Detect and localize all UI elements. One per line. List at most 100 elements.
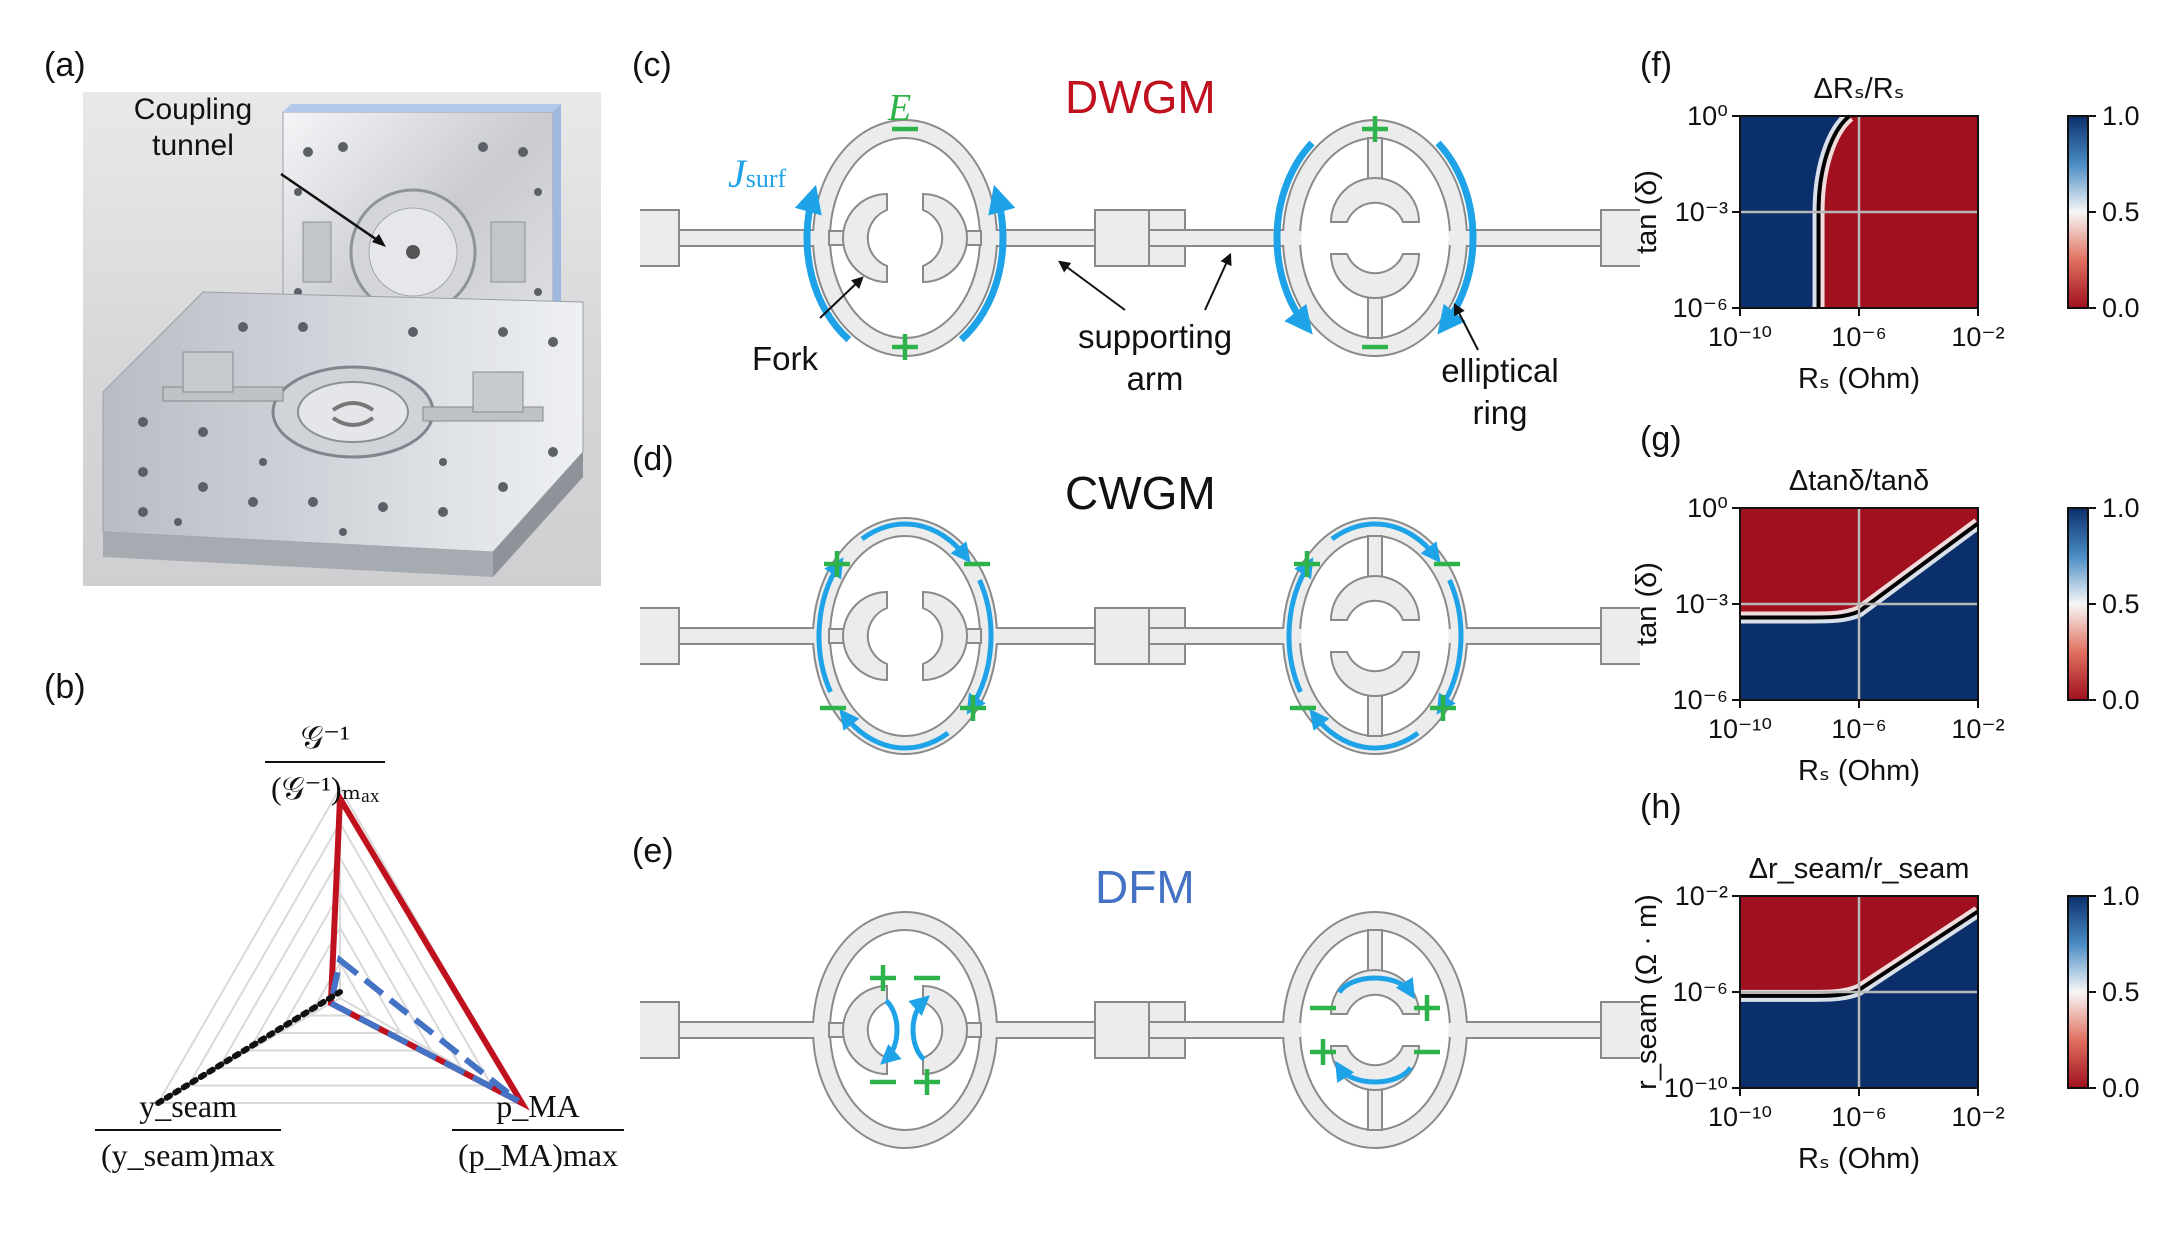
heatmap-ylabel: r_seam (Ω · m) [1631,894,1663,1090]
pad-left [1094,209,1150,267]
supporting-arm-left [674,229,826,247]
coupling-label-line1: Coupling [133,93,253,126]
supporting-arm-right [1454,1021,1606,1039]
arm-pointer-hidden [1045,262,1230,310]
pad-right [1600,209,1640,267]
heatmap-ytick-label: 10⁻² [1675,881,1728,911]
cavity-photo-drawing [102,104,584,577]
resonator [640,119,1186,357]
fork-prong-bottom [1329,253,1421,299]
panel-label-g: (g) [1640,420,1682,458]
cwgm-left-current-right [966,578,994,715]
radar-grid-ring [247,891,433,1052]
heatmap-ytick-label: 10⁻³ [1675,197,1728,227]
cwgm-right-current-top [1330,521,1441,564]
arm-join [812,1023,831,1037]
arm-join [1282,1023,1301,1037]
radar-right-den: (p_MA)max [452,1129,624,1174]
supporting-arm-left [1144,627,1296,645]
j-subscript: surf [745,164,787,193]
mode-title-dwgm: DWGM [1065,71,1216,123]
heatmap-xlabel: Rₛ (Ohm) [1798,755,1920,787]
heatmap-title-h: Δr_seam/r_seam [1749,853,1970,885]
arm-join [1282,231,1301,245]
fork-prong-left [842,192,888,284]
cwgm-right-current-bottom [1309,708,1420,751]
heatmap-xlabel: Rₛ (Ohm) [1798,1143,1920,1175]
heatmap-title-g: Δtanδ/tanδ [1789,465,1929,497]
heatmap-ylabel: tan (δ) [1631,562,1663,646]
supporting-arm-right [1454,627,1606,645]
dfm-right-current-bottom [1335,1060,1413,1085]
e-field-symbol: E [888,87,912,129]
fork-prong-right [922,192,968,284]
fork-prong-right [922,590,968,682]
colorbar-tick-label: 0.0 [2102,293,2140,323]
heatmap-ytick-label: 10⁻⁶ [1673,977,1728,1007]
fork-label: Fork [752,340,818,377]
heatmap-xtick-label: 10⁻¹⁰ [1708,322,1772,352]
fork-prong-left [842,590,888,682]
ring-label-line2: ring [1472,394,1528,431]
dfm-left-current-right [908,995,930,1062]
heatmap-ylabel: tan (δ) [1631,170,1663,254]
radar-top-num: 𝒢⁻¹ [300,719,350,755]
cwgm-left-current-bottom [839,708,950,751]
resonator [1094,517,1640,755]
e-field-label: E [888,86,911,130]
heatmap-xtick-label: 10⁻² [1951,714,2004,744]
ring-pointer [1453,302,1479,351]
fork-prong-top [1329,177,1421,223]
heatmap-xtick-label: 10⁻⁶ [1831,1102,1886,1132]
radar-top-label: 𝒢⁻¹ (𝒢⁻¹)ₘₐₓ [265,718,386,808]
j-symbol: J [728,151,746,196]
radar-chart [155,785,530,1111]
cwgm-left-current-top [860,521,971,564]
radar-left-num: y_seam [139,1088,237,1124]
heatmap-ytick-label: 10⁰ [1687,493,1728,523]
colorbar-tick-label: 1.0 [2102,493,2140,523]
colorbar-tick-label: 1.0 [2102,101,2140,131]
dwgm-left-current-right [958,184,1016,343]
panel-label-h: (h) [1640,788,1682,826]
radar-series-red [327,788,530,1111]
heatmap-xtick-label: 10⁻⁶ [1831,322,1886,352]
arm-join [979,231,998,245]
resonator-schematics [640,116,1640,1149]
arm-label-line2: arm [1126,360,1184,397]
colorbar-tick-label: 0.5 [2102,197,2140,227]
heatmap-ytick-label: 10⁰ [1687,101,1728,131]
dfm-left-current-left [880,998,902,1065]
heatmap-colorbar [2067,115,2089,309]
arm-join [812,231,831,245]
pad-right [1600,1001,1640,1059]
colorbar-tick-label: 0.0 [2102,1073,2140,1103]
heatmap-ytick-label: 10⁻³ [1675,589,1728,619]
annotation-arrow [280,172,384,246]
supporting-arm-label: supporting arm [1055,316,1255,400]
arm-join [979,1023,998,1037]
fork-prong-bottom [1329,651,1421,697]
pad-left [640,209,680,267]
supporting-arm-left [1144,1021,1296,1039]
j-surf-label: Jsurf [728,150,786,197]
heatmap-xtick-label: 10⁻⁶ [1831,714,1886,744]
heatmap-xtick-label: 10⁻² [1951,1102,2004,1132]
resonator [640,911,1186,1149]
dwgm-left-current-left [794,184,852,343]
fork-prong-right [922,984,968,1076]
pad-left [640,1001,680,1059]
arm-pointer-right [1058,260,1126,311]
arm-label-line1: supporting [1077,318,1233,355]
supporting-arm-left [674,627,826,645]
radar-grid-ring [186,820,494,1087]
cwgm-left-current-left [816,557,844,694]
supporting-arm-left [1144,229,1296,247]
cwgm-right-current-right [1436,578,1464,715]
pad-left [1094,607,1150,665]
resonator [1094,911,1640,1149]
heatmap-xtick-label: 10⁻¹⁰ [1708,714,1772,744]
fork-ring-pointer [802,322,820,330]
